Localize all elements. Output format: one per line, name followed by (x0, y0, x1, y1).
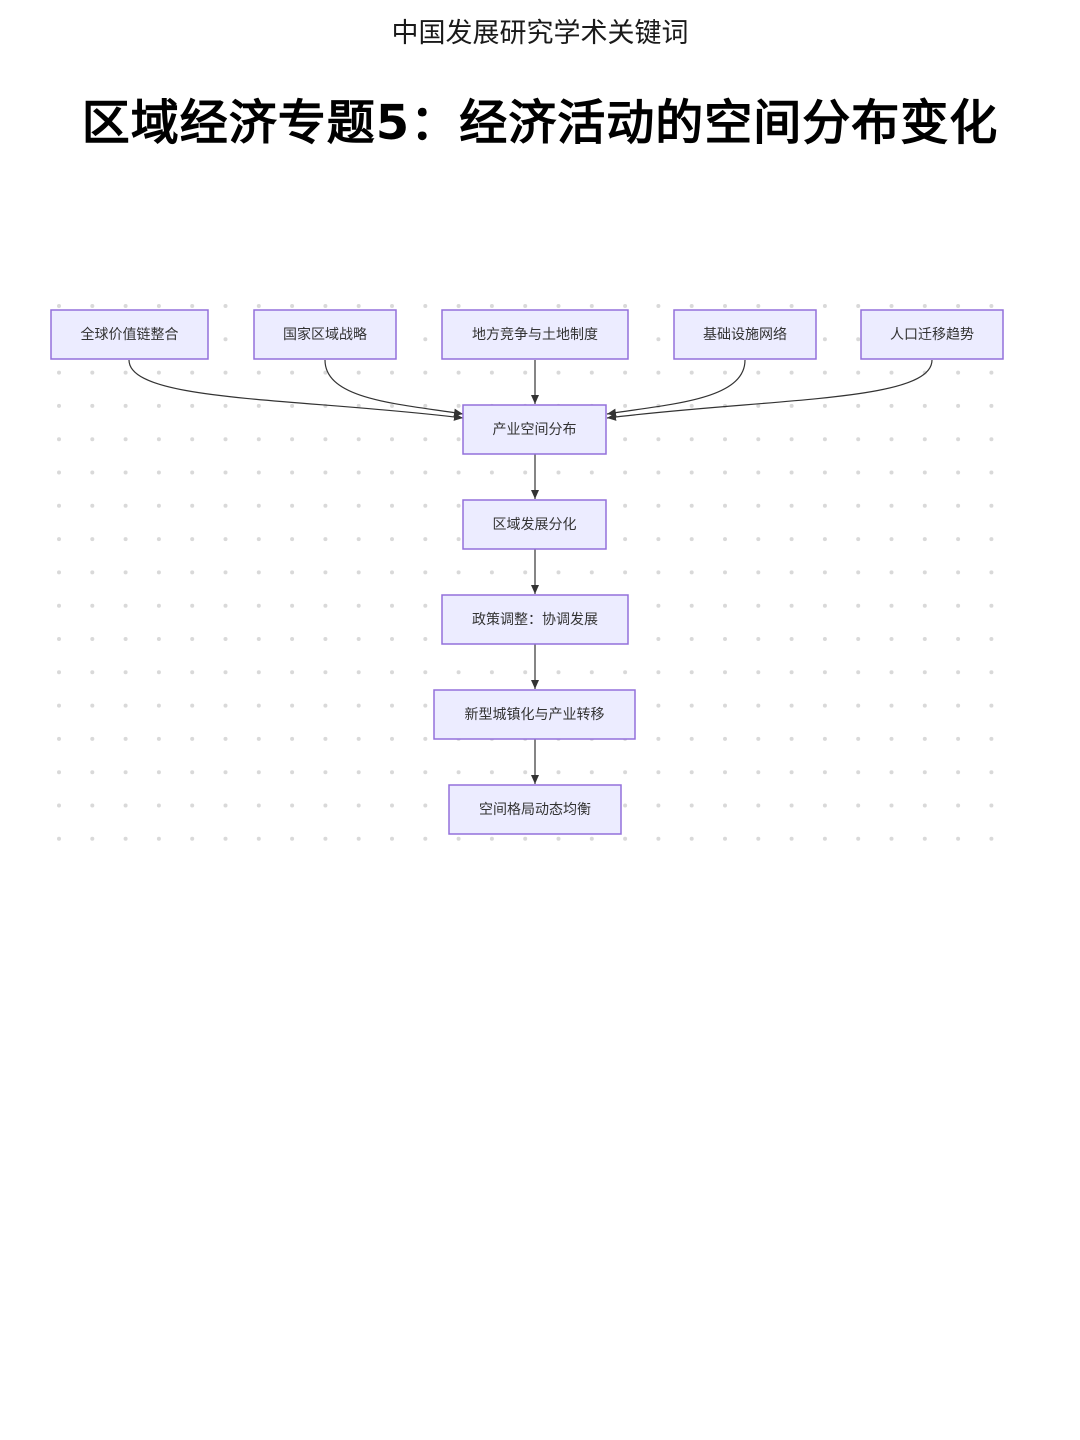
edge-n5-n6 (606, 359, 933, 421)
node-global-value-chain: 全球价值链整合 (50, 309, 209, 360)
node-spatial-equilibrium: 空间格局动态均衡 (448, 784, 622, 835)
node-label: 全球价值链整合 (81, 326, 179, 343)
node-local-competition-land: 地方竞争与土地制度 (441, 309, 629, 360)
node-label: 产业空间分布 (493, 422, 577, 438)
node-population-migration: 人口迁移趋势 (860, 309, 1004, 360)
node-label: 地方竞争与土地制度 (472, 326, 598, 343)
node-label: 国家区域战略 (283, 326, 367, 343)
node-label: 新型城镇化与产业转移 (465, 707, 605, 723)
node-infrastructure-network: 基础设施网络 (673, 309, 817, 360)
edge-n2-n6 (324, 359, 464, 417)
node-label: 政策调整：协调发展 (472, 611, 598, 628)
background-grid (57, 304, 994, 841)
header-text: 中国发展研究学术关键词 (391, 18, 689, 49)
node-label: 区域发展分化 (493, 517, 577, 533)
node-regional-divergence: 区域发展分化 (462, 499, 607, 550)
node-national-regional-strategy: 国家区域战略 (253, 309, 397, 360)
node-label: 人口迁移趋势 (890, 327, 974, 343)
page-title: 区域经济专题5：经济活动的空间分布变化 (81, 95, 999, 151)
node-label: 基础设施网络 (703, 326, 787, 343)
node-policy-adjustment: 政策调整：协调发展 (441, 594, 629, 645)
edges (128, 359, 933, 784)
edge-n1-n6 (128, 359, 464, 421)
node-new-urbanization: 新型城镇化与产业转移 (433, 689, 636, 740)
edge-n4-n6 (606, 359, 746, 417)
node-industry-spatial-distribution: 产业空间分布 (462, 404, 607, 455)
node-label: 空间格局动态均衡 (479, 802, 591, 818)
